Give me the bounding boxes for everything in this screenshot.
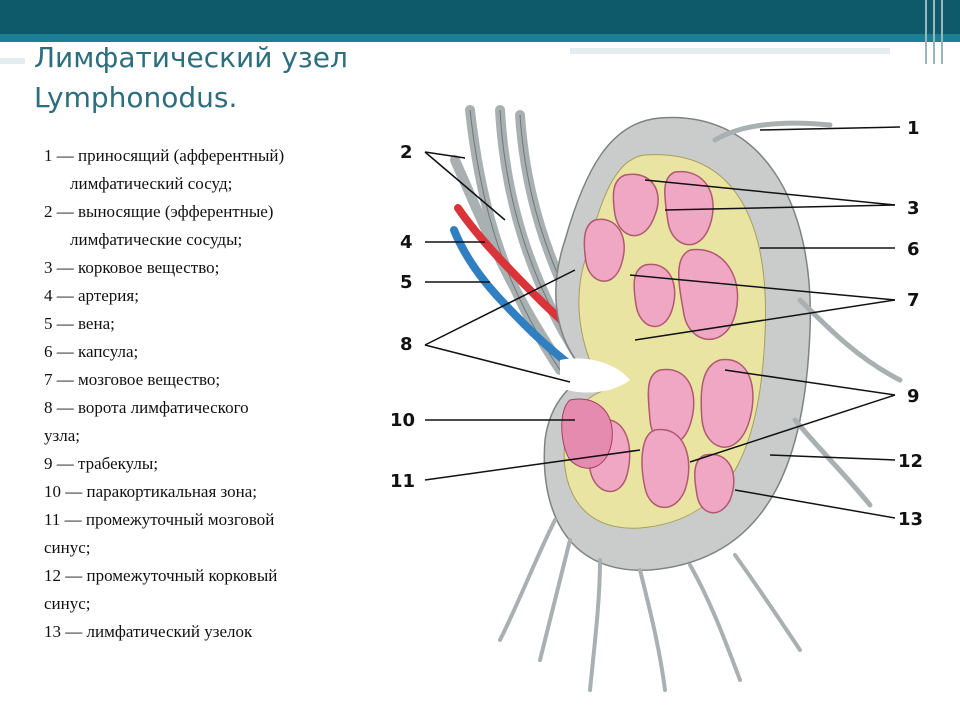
nodules (583, 170, 754, 514)
legend-item-7: 7 — мозговое вещество; (44, 370, 221, 389)
label-13: 13 (898, 509, 923, 530)
label-12: 12 (898, 451, 923, 472)
header-underline-left (0, 58, 25, 64)
label-5: 5 (400, 272, 413, 293)
paracortical-zone (561, 398, 613, 469)
label-4: 4 (400, 232, 413, 253)
legend-item-6: 6 — капсула; (44, 342, 139, 361)
slide-title: Лимфатический узел Lymphonodus. (34, 38, 454, 118)
header-underline (570, 48, 890, 54)
title-line-2: Lymphonodus. (34, 81, 238, 114)
legend-item-3: 3 — корковое вещество; (44, 258, 220, 277)
hilum-notch (560, 358, 630, 393)
label-1: 1 (907, 118, 920, 139)
lower-vessels (498, 518, 802, 692)
legend-item-1: 1 — приносящий (афферентный)лимфатически… (44, 146, 285, 193)
label-8: 8 (400, 334, 413, 355)
legend-item-13: 13 — лимфатический узелок (44, 622, 253, 641)
label-7: 7 (907, 290, 920, 311)
leader-lines (424, 126, 901, 519)
label-2: 2 (400, 142, 413, 163)
lymph-node-diagram: 1 2 3 4 6 5 7 8 9 10 12 11 13 (390, 105, 923, 692)
label-6: 6 (907, 239, 920, 260)
label-3: 3 (907, 198, 920, 219)
header-stripe (0, 34, 960, 42)
legend-item-5: 5 — вена; (44, 314, 115, 333)
afferent-vessels (712, 120, 903, 508)
label-11: 11 (390, 471, 415, 492)
legend-list: 1 — приносящий (афферентный)лимфатически… (44, 142, 384, 646)
title-line-1: Лимфатический узел (34, 41, 348, 74)
legend-item-10: 10 — паракортикальная зона; (44, 482, 258, 501)
header-bar (0, 0, 960, 34)
label-9: 9 (907, 386, 920, 407)
corner-decoration (925, 0, 943, 64)
legend-item-4: 4 — артерия; (44, 286, 139, 305)
legend-item-2: 2 — выносящие (эфферентные)лимфатические… (44, 202, 274, 249)
label-10: 10 (390, 410, 415, 431)
legend-item-9: 9 — трабекулы; (44, 454, 159, 473)
